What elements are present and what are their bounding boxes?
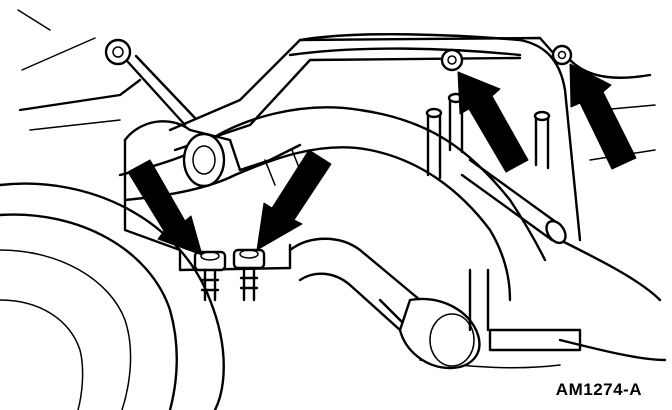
pulley-assembly xyxy=(0,182,225,410)
lower-pipe xyxy=(288,237,582,370)
arrow-to-nut-right xyxy=(256,149,332,251)
arrow-indicators xyxy=(127,63,637,256)
arrow-to-bolt-right xyxy=(569,63,637,170)
nut-lower-left xyxy=(193,250,227,302)
bolt-upper-right xyxy=(551,44,573,66)
vacuum-ports xyxy=(425,92,567,245)
arrow-to-nut-left xyxy=(127,159,203,256)
coolant-hose xyxy=(118,106,547,302)
bolt-upper-center xyxy=(440,48,464,72)
figure-code-label: AM1274-A xyxy=(555,380,642,399)
ground-cable xyxy=(104,38,197,127)
nut-lower-right xyxy=(232,248,266,302)
arrow-to-bolt-center xyxy=(457,71,529,173)
engine-background-lines xyxy=(17,9,667,369)
